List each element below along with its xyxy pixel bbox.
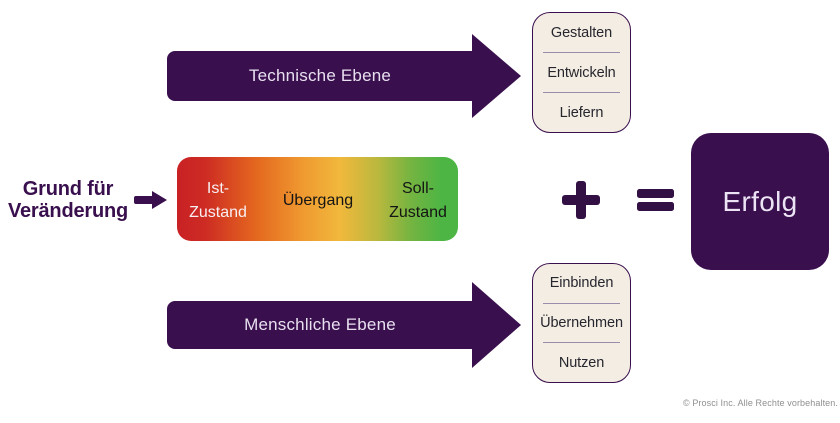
outcome-uebernehmen: Übernehmen <box>540 315 623 331</box>
plus-icon <box>562 181 600 219</box>
transition-state-label: Übergang <box>282 192 354 209</box>
technical-level-label: Technische Ebene <box>248 66 392 85</box>
target-state-label: Soll- Zustand <box>389 180 447 221</box>
human-level-arrow: Menschliche Ebene <box>167 301 473 349</box>
success-label: Erfolg <box>722 185 798 217</box>
divider <box>543 92 620 93</box>
equals-top-bar <box>637 189 674 198</box>
human-outcomes-box: Einbinden Übernehmen Nutzen <box>532 263 631 383</box>
divider <box>543 52 620 53</box>
current-state-label: Ist- Zustand <box>189 180 247 221</box>
small-right-arrow <box>134 196 154 204</box>
success-box: Erfolg <box>691 133 829 270</box>
outcome-liefern: Liefern <box>559 104 604 121</box>
equals-bottom-bar <box>637 202 674 211</box>
outcome-entwickeln: Entwickeln <box>547 64 616 81</box>
outcome-nutzen: Nutzen <box>558 354 605 371</box>
human-level-label: Menschliche Ebene <box>244 315 396 334</box>
divider <box>543 342 620 344</box>
divider <box>543 302 620 304</box>
small-right-arrow-head-icon <box>152 191 167 209</box>
technical-level-arrow-head-icon <box>472 34 521 118</box>
equals-icon <box>637 189 674 211</box>
technical-level-arrow: Technische Ebene <box>167 51 473 101</box>
copyright-text: © Prosci Inc. Alle Rechte vorbehalten. <box>682 398 838 408</box>
state-gradient-bar <box>177 157 458 241</box>
outcome-einbinden: Einbinden <box>549 275 614 292</box>
technical-outcomes-box: Gestalten Entwickeln Liefern <box>532 12 631 133</box>
outcome-gestalten: Gestalten <box>550 24 613 41</box>
human-level-arrow-head-icon <box>472 282 521 368</box>
reason-for-change-label: Grund für Veränderung <box>7 178 129 222</box>
plus-vertical-bar <box>576 181 586 219</box>
